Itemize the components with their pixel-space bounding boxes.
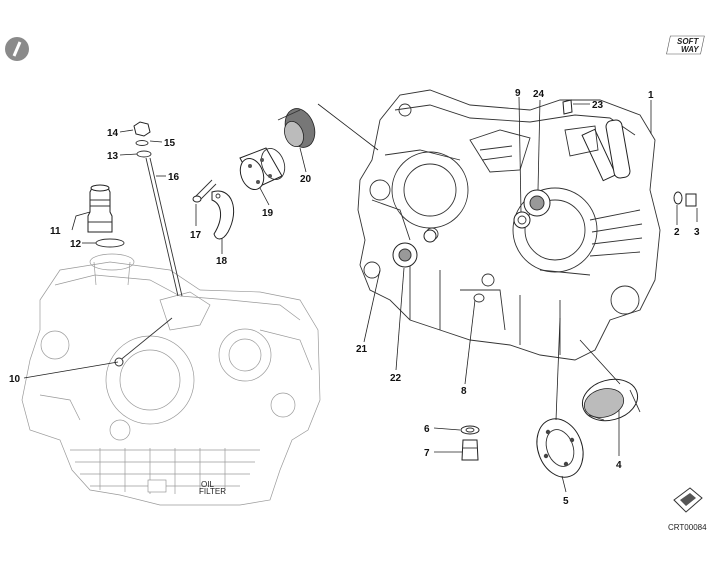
callout-11: 11 (50, 226, 61, 237)
bearing-24 (523, 189, 551, 217)
reference-icon (673, 487, 703, 513)
callout-19: 19 (262, 208, 274, 219)
leader-lines (23, 96, 698, 493)
bolt-17 (192, 179, 217, 203)
pin-23 (562, 99, 573, 115)
callout-17: 17 (190, 230, 202, 241)
washer-21 (423, 229, 437, 243)
plug-7 (461, 439, 479, 461)
callout-10: 10 (9, 374, 21, 385)
callout-13: 13 (107, 151, 119, 162)
callout-20: 20 (300, 174, 312, 185)
callout-1: 1 (648, 90, 654, 101)
callout-18: 18 (216, 256, 228, 267)
callout-12: 12 (70, 239, 82, 250)
svg-text:FILTER: FILTER (199, 487, 226, 496)
bushing-20 (277, 108, 316, 148)
callout-7: 7 (424, 448, 430, 459)
callout-9: 9 (515, 88, 521, 99)
breather-cap (87, 184, 113, 233)
bearing-22 (392, 242, 418, 268)
callout-16: 16 (168, 172, 180, 183)
callout-23: 23 (592, 100, 604, 111)
svg-text:WAY: WAY (681, 45, 699, 54)
callout-22: 22 (390, 373, 402, 384)
left-crankcase-half: OIL FILTER (21, 253, 321, 506)
washer-6 (460, 425, 480, 435)
svg-text:SOFT: SOFT (677, 37, 699, 46)
bushing-4 (581, 378, 641, 422)
callout-labels: 1 2 3 4 5 6 7 8 9 10 11 12 13 14 15 16 1… (9, 88, 700, 507)
washer-2 (673, 191, 683, 205)
callout-8: 8 (461, 386, 467, 397)
bracket-18 (211, 190, 235, 240)
callout-2: 2 (674, 227, 680, 238)
brand-logo: SOFT WAY (666, 35, 705, 55)
right-crankcase-half (357, 89, 661, 361)
oring-8 (473, 293, 485, 303)
callout-4: 4 (616, 460, 622, 471)
callout-3: 3 (694, 227, 700, 238)
bearing-5 (536, 418, 584, 478)
callout-6: 6 (424, 424, 430, 435)
section-badge (5, 37, 29, 61)
needle-bearing-19 (239, 147, 286, 190)
diagram-code: CRT00084 (668, 523, 707, 532)
callout-5: 5 (563, 496, 569, 507)
oring-12 (95, 238, 125, 248)
callout-14: 14 (107, 128, 119, 139)
plug-3 (685, 193, 697, 207)
seal-9 (513, 211, 531, 229)
callout-15: 15 (164, 138, 176, 149)
callout-21: 21 (356, 344, 368, 355)
svg-text:OIL: OIL (201, 480, 214, 489)
callout-24: 24 (533, 89, 545, 100)
